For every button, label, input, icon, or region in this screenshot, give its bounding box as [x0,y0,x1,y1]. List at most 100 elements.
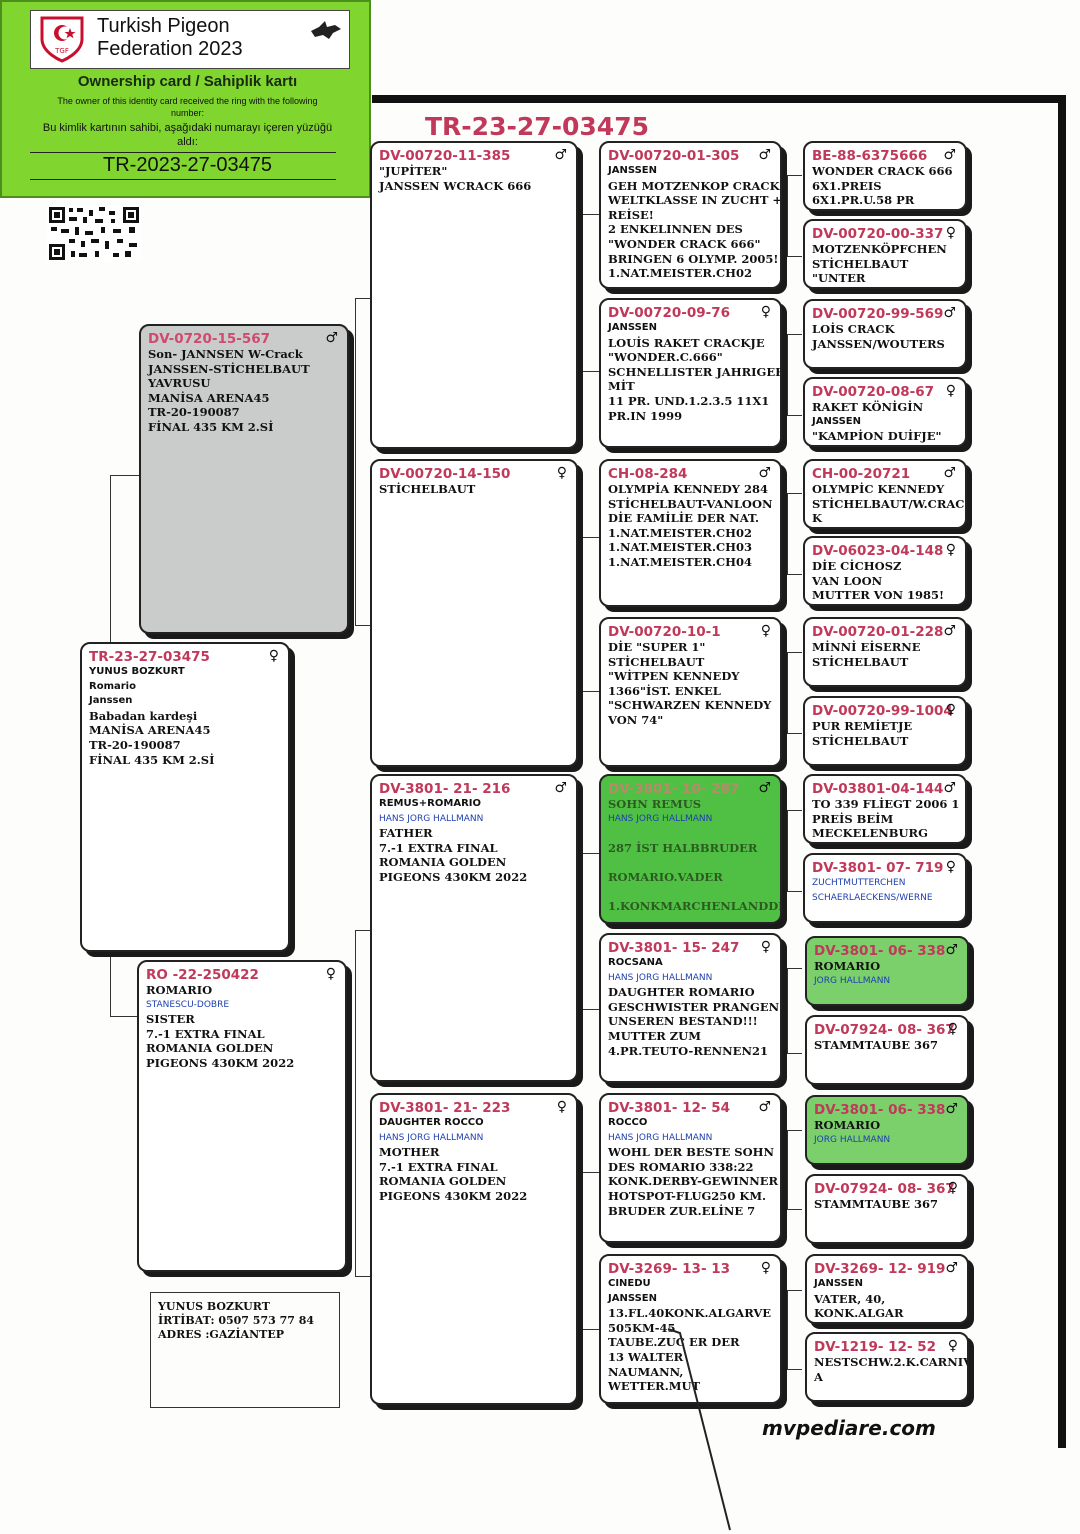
card-line: OLYMPİA KENNEDY 284 [608,482,769,496]
female-icon: ♀ [556,1099,567,1115]
card-line: K [812,511,822,526]
card-line: DİE "SUPER 1" [608,640,706,654]
ring-number: DV-3269- 12- 919 [814,1261,946,1277]
female-icon: ♀ [760,939,771,955]
male-icon: ♂ [325,330,338,346]
card-line: ROMANIA GOLDEN [379,1174,507,1189]
svg-text:TGF: TGF [54,47,69,55]
card-line: GESCHWISTER PRANGEN [608,999,780,1014]
card-line: 7.-1 EXTRA FINAL [379,1159,498,1174]
card-line: SCHNELLISTER JAHRIGER [608,364,782,379]
card-line: MANİSA ARENA45 [148,390,270,405]
card-line: DAUGHTER ROMARIO [608,985,755,1000]
ring-number: DV-00720-00-337 [812,226,944,242]
card-line: GEH MOTZENKOP CRACK [608,178,780,193]
ring-number: DV-3801- 10- 287 [608,781,740,797]
qr-code-icon [47,205,141,262]
card-line: LOUİS RAKET CRACKJE [608,335,765,350]
card-line: HANS JORG HALLMANN [608,972,713,983]
ring-number: DV-1219- 12- 52 [814,1339,937,1355]
ring-number: DV-06023-04-148 [812,543,944,559]
card-line: TR-20-190087 [89,737,181,752]
card-line [608,855,773,870]
female-icon: ♀ [760,623,771,639]
federation-logo-icon: TGF [40,16,84,63]
card-line: HANS JORG HALLMANN [608,1132,713,1143]
card-line: BRINGEN 6 OLYMP. 2005! [608,251,779,266]
card-line: ROMARIO [814,1118,881,1132]
male-icon: ♂ [943,623,956,639]
card-line: 2 ENKELINNEN DES [608,222,743,237]
female-icon: ♀ [945,225,956,241]
card-line: UNSEREN BESTAND!!! [608,1014,758,1029]
ring-number: DV-00720-11-385 [379,148,511,164]
contact-box: YUNUS BOZKURT İRTİBAT: 0507 573 77 84 AD… [150,1292,340,1408]
card-line: 6X1.PR.U.58 PR [812,193,915,208]
card-line: JANSSEN WCRACK 666 [379,178,532,193]
pigeon-icon [311,21,341,39]
contact-name: YUNUS BOZKURT [158,1300,270,1313]
ring-number: DV-0720-15-567 [148,331,271,347]
card-line: ROMANIA GOLDEN [146,1041,274,1056]
card-line: ROMARIO [814,959,881,973]
card-line: 1.NAT.MEISTER.CH02 [608,266,752,281]
male-icon: ♂ [758,1099,771,1115]
card-line: ZUCHTMUTTERCHEN [812,878,906,888]
card-line: 1.KONKMARCHENLANDDE [608,899,782,914]
card-line: JORG HALLMANN [814,975,891,986]
card-line: Son- JANNSEN W-Crack [148,347,303,361]
card-line: 6X1.PREIS [812,178,882,193]
card-line: JANSSEN [814,1278,863,1289]
card-line: ROCCO [608,1117,648,1128]
card-line: PIGEONS 430KM 2022 [146,1055,295,1070]
ring-number: DV-3801- 06- 338 [814,1102,946,1118]
card-line: DİE FAMİLİE DER NAT. [608,511,760,526]
female-icon: ♀ [945,859,956,875]
card-line: OLYMPİC KENNEDY [812,482,945,496]
card-line: JANSSEN [608,1292,657,1304]
card-line: PR.IN 1999 [608,408,683,423]
ring-number: TR-23-27-03475 [89,649,210,665]
pedigree-frame [372,95,1066,1448]
card-line: STAMMTAUBE 367 [814,1197,938,1211]
ring-number: DV-00720-14-150 [379,466,511,482]
male-icon: ♂ [554,780,567,796]
card-line: REİSE! [608,207,654,222]
card-line [608,885,773,900]
card-line: STİCHELBAUT [608,654,705,669]
pen-line [667,1328,731,1531]
card-line: 505KM-45 [608,1320,676,1335]
female-icon: ♀ [945,383,956,399]
female-icon: ♀ [268,648,279,664]
male-icon: ♂ [945,942,958,958]
card-line: HANS JORG HALLMANN [608,813,713,824]
ring-number: DV-3801- 21- 216 [379,781,511,797]
ring-number: DV-00720-09-76 [608,305,731,321]
male-icon: ♂ [945,1260,958,1276]
ring-number: BE-88-6375666 [812,148,928,164]
ring-number: DV-3801- 15- 247 [608,940,740,956]
female-icon: ♀ [947,1338,958,1354]
federation-header: TGF Turkish Pigeon Federation 2023 [30,10,350,69]
card-line: JANSSEN-STİCHELBAUT [148,361,310,376]
male-icon: ♂ [943,465,956,481]
card-line: 11 PR. UND.1.2.3.5 11X1 [608,393,770,408]
female-icon: ♀ [945,702,956,718]
female-icon: ♀ [947,1180,958,1196]
card-line: WETTER.MUT [608,1379,701,1394]
